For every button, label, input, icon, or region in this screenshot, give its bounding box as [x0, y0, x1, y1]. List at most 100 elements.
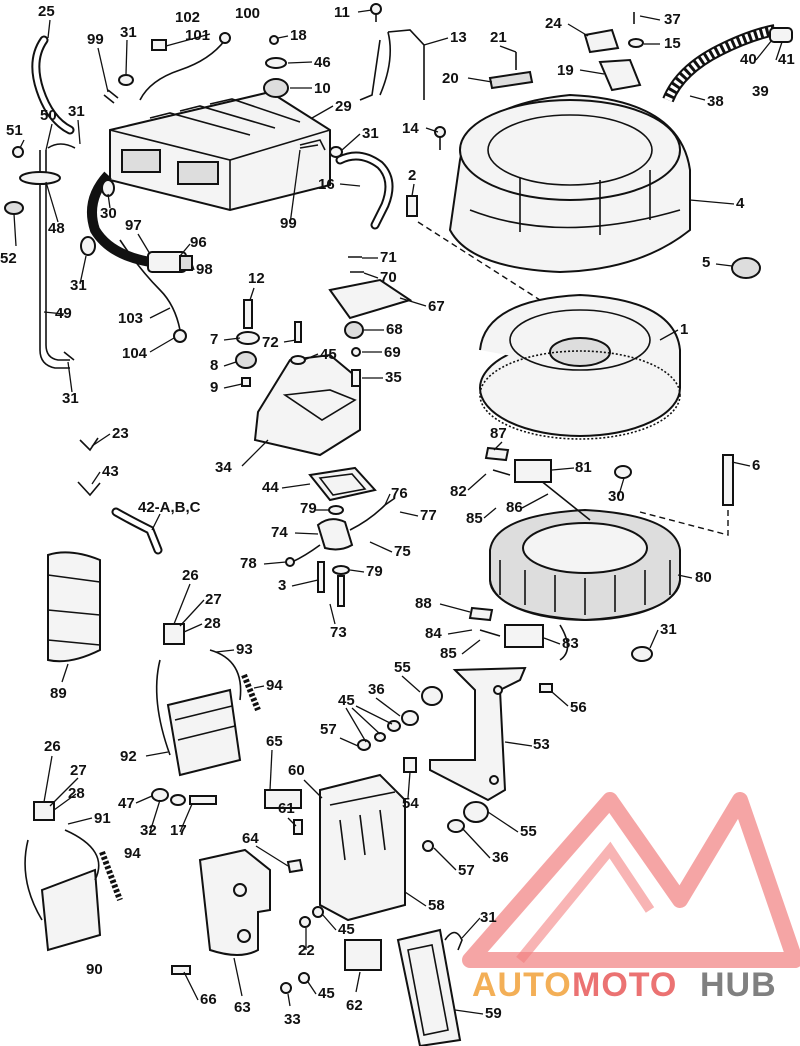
label-18: 18 — [290, 27, 307, 44]
label-17: 17 — [170, 822, 187, 839]
label-78: 78 — [240, 555, 257, 572]
label-85-b: 85 — [440, 645, 457, 662]
label-82: 82 — [450, 483, 467, 500]
cover-63 — [198, 848, 271, 956]
label-30-mid: 30 — [608, 488, 625, 505]
label-47: 47 — [118, 795, 135, 812]
label-75: 75 — [394, 543, 411, 560]
bracket-19 — [598, 58, 642, 92]
bracket-53 — [429, 666, 527, 802]
label-42: 42-A,B,C — [138, 499, 201, 516]
label-31-f: 31 — [660, 621, 677, 638]
washer-46 — [265, 57, 287, 69]
label-28-a: 28 — [204, 615, 221, 632]
module-connector-a — [121, 149, 161, 173]
label-30-top: 30 — [100, 205, 117, 222]
label-45-a: 45 — [320, 346, 337, 363]
flywheel-1 — [479, 293, 681, 440]
label-99-top: 99 — [87, 31, 104, 48]
label-19: 19 — [557, 62, 574, 79]
label-57-b: 57 — [458, 862, 475, 879]
leader-lines — [13, 9, 783, 1015]
label-58: 58 — [428, 897, 445, 914]
connector-27-28-upper — [163, 623, 185, 645]
wire-100 — [139, 39, 226, 101]
module-connector-b — [177, 161, 219, 185]
label-53: 53 — [533, 736, 550, 753]
electronic-module-29 — [109, 90, 331, 212]
label-40: 40 — [740, 51, 757, 68]
strap-94-lower — [99, 850, 123, 902]
label-37: 37 — [664, 11, 681, 28]
label-24: 24 — [545, 15, 562, 32]
grommet-68 — [344, 321, 364, 339]
label-39: 39 — [752, 83, 769, 100]
label-55-a: 55 — [394, 659, 411, 676]
stator-80 — [489, 508, 681, 622]
connector-83 — [504, 624, 544, 648]
screw-11 — [370, 3, 382, 15]
label-26-a: 26 — [182, 567, 199, 584]
label-71: 71 — [380, 249, 397, 266]
label-26-b: 26 — [44, 738, 61, 755]
label-67: 67 — [428, 298, 445, 315]
label-27-a: 27 — [205, 591, 222, 608]
wire-harness-30 — [87, 171, 151, 267]
rectifier-90 — [40, 868, 102, 952]
label-77: 77 — [420, 507, 437, 524]
label-21: 21 — [490, 29, 507, 46]
gasket-44 — [308, 466, 377, 502]
fuse-holder-65 — [264, 789, 302, 809]
label-61: 61 — [278, 800, 295, 817]
label-91: 91 — [94, 810, 111, 827]
label-41: 41 — [778, 51, 795, 68]
connector-81 — [514, 459, 552, 483]
label-85-a: 85 — [466, 510, 483, 527]
label-48: 48 — [48, 220, 65, 237]
label-65: 65 — [266, 733, 283, 750]
label-31-e: 31 — [62, 390, 79, 407]
label-35: 35 — [385, 369, 402, 386]
label-94-a: 94 — [266, 677, 283, 694]
plug-51 — [12, 146, 24, 158]
label-27-b: 27 — [70, 762, 87, 779]
label-80: 80 — [695, 569, 712, 586]
ground-wire-103 — [119, 239, 181, 331]
label-32: 32 — [140, 822, 157, 839]
label-70: 70 — [380, 269, 397, 286]
label-9: 9 — [210, 379, 218, 396]
grommet-10 — [263, 78, 289, 98]
label-64: 64 — [242, 830, 259, 847]
label-50: 50 — [40, 107, 57, 124]
bolt-6 — [722, 454, 734, 506]
label-38: 38 — [707, 93, 724, 110]
sensor-flange-48 — [19, 171, 61, 185]
label-94-b: 94 — [124, 845, 141, 862]
label-86: 86 — [506, 499, 523, 516]
ignition-coil-74 — [316, 518, 354, 551]
label-46: 46 — [314, 54, 331, 71]
label-3: 3 — [278, 577, 286, 594]
bushing-5 — [731, 257, 761, 279]
label-16: 16 — [318, 176, 335, 193]
label-54: 54 — [402, 795, 419, 812]
label-20: 20 — [442, 70, 459, 87]
label-28-b: 28 — [68, 785, 85, 802]
label-55-b: 55 — [520, 823, 537, 840]
label-44: 44 — [262, 479, 279, 496]
mount-plate-34 — [253, 353, 361, 457]
grommet-8 — [235, 351, 257, 369]
label-103: 103 — [118, 310, 143, 327]
label-13: 13 — [450, 29, 467, 46]
label-6: 6 — [752, 457, 760, 474]
label-68: 68 — [386, 321, 403, 338]
label-104: 104 — [122, 345, 148, 362]
label-36-b: 36 — [492, 849, 509, 866]
rectifier-92 — [166, 688, 242, 777]
label-45-c: 45 — [338, 921, 355, 938]
label-100: 100 — [235, 5, 260, 22]
label-14: 14 — [402, 120, 419, 137]
label-52: 52 — [0, 250, 17, 267]
label-8: 8 — [210, 357, 218, 374]
